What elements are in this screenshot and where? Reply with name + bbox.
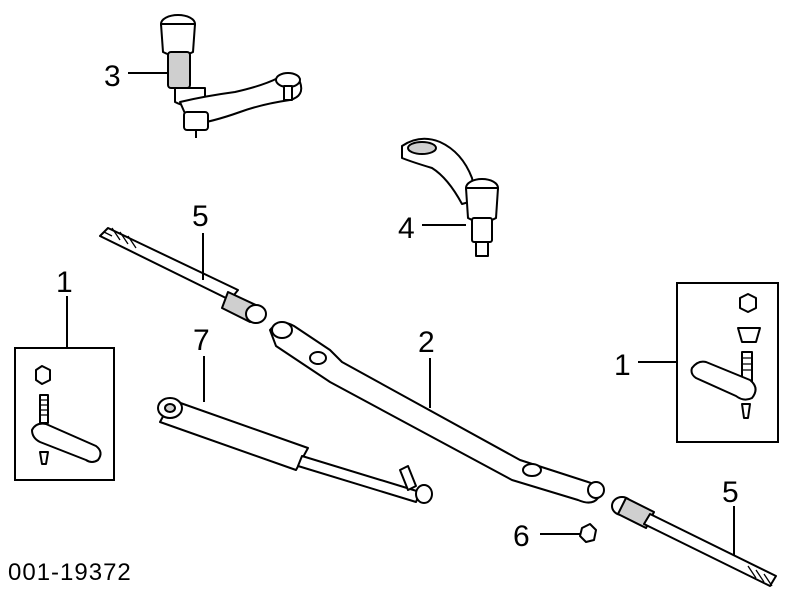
diagram-code: 001-19372 (8, 559, 132, 586)
tie-rod-end-box-right (676, 282, 779, 443)
callout-1-left: 1 (56, 266, 73, 299)
tie-rod-end-box-left (14, 347, 115, 481)
callout-5-lower: 5 (722, 476, 739, 509)
tie-rod-end-left (31, 365, 102, 465)
callout-1-right: 1 (614, 349, 631, 382)
tie-rod-end-right (690, 293, 761, 419)
callout-4: 4 (398, 212, 415, 245)
callout-7: 7 (193, 324, 210, 357)
pitman-arm (401, 137, 499, 257)
adjuster-sleeve-lower (611, 496, 777, 587)
adjuster-sleeve-upper (99, 227, 267, 324)
center-link (269, 321, 605, 504)
callout-5-upper: 5 (192, 200, 209, 233)
callout-3: 3 (104, 60, 121, 93)
nut (579, 523, 597, 543)
callout-2: 2 (418, 326, 435, 359)
idler-arm (160, 14, 303, 138)
callout-6: 6 (513, 520, 530, 553)
steering-damper (157, 397, 433, 504)
